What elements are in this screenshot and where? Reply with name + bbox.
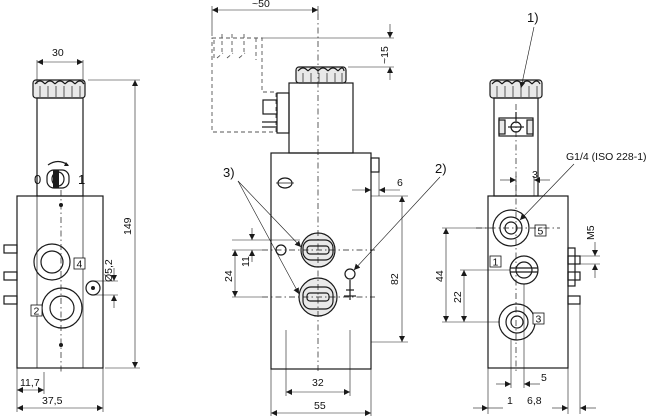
dim-37-5: 37,5: [42, 395, 63, 407]
dim-11: 11: [240, 256, 252, 267]
switch-on-label: 1: [78, 172, 85, 187]
dim-24: 24: [223, 270, 235, 282]
port-label-box-2: [30, 304, 43, 317]
coil-nut-right: [489, 79, 543, 99]
coil-nut-left: [32, 79, 86, 99]
dim-82: 82: [389, 273, 401, 285]
callout-1: 1): [527, 10, 539, 25]
dim-approx-15: ~15: [379, 46, 391, 64]
port-label-box-1: [489, 255, 502, 268]
port-label-3: 3: [536, 314, 542, 326]
dim-dia-5-2: Ø5,2: [103, 259, 115, 282]
dim-3: 3: [532, 169, 538, 181]
port-5-right: [492, 209, 530, 247]
middle-view: ~50 ~15 6 11 24 82 32 55: [211, 0, 447, 416]
top-hole-middle: [276, 177, 294, 189]
port-label-2: 2: [34, 306, 40, 318]
valve-body-middle: [270, 152, 372, 370]
port-label-box-3: [532, 312, 545, 325]
port-3-right: [498, 303, 536, 341]
port-4-left: [33, 243, 71, 281]
connector-pins: [213, 34, 257, 60]
plug-connector-outline: [211, 37, 277, 133]
port-1-right: [509, 255, 539, 285]
dim-1: 1: [507, 395, 513, 407]
dim-55: 55: [314, 400, 326, 412]
side-pins-left: [3, 244, 18, 305]
thread-label: G1/4 (ISO 228-1): [566, 151, 647, 163]
dim-6: 6: [397, 177, 403, 189]
port-label-4: 4: [77, 259, 83, 271]
dim-11-7: 11,7: [20, 377, 40, 389]
right-view: 5 1 3 1) G1/4 (ISO 228-1) 3 M5 44 22: [434, 10, 647, 414]
dim-approx-50: ~50: [252, 0, 270, 10]
switch-off-label: 0: [34, 172, 41, 187]
dim-44: 44: [434, 270, 446, 282]
dim-32: 32: [312, 377, 324, 389]
side-pins-right: [567, 255, 581, 305]
coil-body-middle: [288, 82, 354, 154]
port-label-5: 5: [538, 226, 544, 238]
coil-body-left: [36, 97, 84, 197]
dim-149: 149: [122, 217, 134, 235]
left-view: 0 1 4 2: [3, 47, 140, 412]
port-label-box-5: [534, 224, 547, 237]
coil-nut-middle: [295, 66, 347, 84]
dim-m5: M5: [585, 225, 597, 240]
port-label-1: 1: [493, 257, 499, 269]
dim-22: 22: [452, 291, 464, 303]
port-2-left: [41, 287, 83, 329]
manual-override-switch: [46, 160, 70, 189]
port-label-box-4: [73, 257, 86, 270]
dim-5: 5: [541, 372, 547, 384]
dim-30: 30: [52, 47, 64, 59]
dim-6-8: 6,8: [527, 395, 542, 407]
callout-2: 2): [435, 161, 447, 176]
callout-3: 3): [223, 165, 235, 180]
mounting-hole-left: [85, 280, 101, 296]
